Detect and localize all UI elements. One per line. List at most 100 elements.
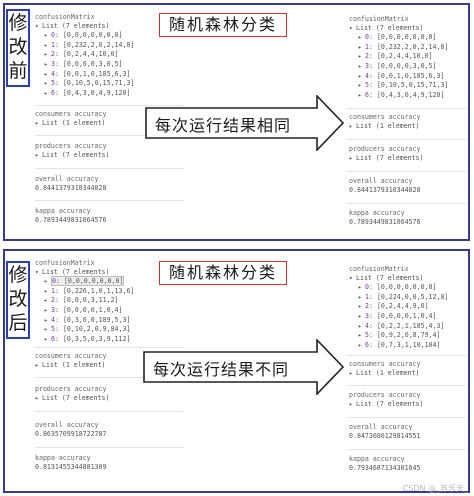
after-right-kappa: kappa accuracy 0.7934687134301645 xyxy=(349,455,469,472)
consumers-list-toggle[interactable]: ▸List (1 element) xyxy=(35,360,106,369)
matrix-row[interactable]: ▸5: [0,10,2,0,9,84,3] xyxy=(44,325,131,334)
matrix-row[interactable]: ▸2: [0,2,4,4,9,0] xyxy=(358,302,429,311)
matrix-row[interactable]: ▸0: [0,0,0,0,0,0,0] xyxy=(44,276,125,287)
consumers-label: consumers accuracy xyxy=(35,352,107,360)
collapsed-triangle-icon: ▸ xyxy=(358,332,362,340)
consumers-label: consumers accuracy xyxy=(349,113,421,121)
before-left-console: confusionMatrix ▾List (7 elements) ▸0: [… xyxy=(35,13,185,98)
after-arrow-text: 每次运行结果不同 xyxy=(153,360,290,379)
matrix-row[interactable]: ▸6: [0,4,3,0,4,9,120] xyxy=(44,88,131,97)
collapsed-triangle-icon: ▸ xyxy=(358,312,362,320)
matrix-row[interactable]: ▸4: [0,0,1,0,185,6,3] xyxy=(358,71,445,80)
matrix-list-toggle[interactable]: ▾List (7 elements) xyxy=(35,21,110,30)
matrix-row[interactable]: ▸1: [0,226,1,0,1,13,6] xyxy=(44,286,135,295)
before-side-label: 修改前 xyxy=(6,9,30,87)
after-title: 随机森林分类 xyxy=(159,261,287,285)
expanded-triangle-icon: ▾ xyxy=(35,22,39,30)
after-left-consumers: consumers accuracy ▸List (1 element) xyxy=(35,352,185,370)
kappa-value: 0.7934687134301645 xyxy=(349,463,421,472)
kappa-value: 0.7893449831064576 xyxy=(35,215,107,224)
producers-list-toggle[interactable]: ▸List (7 elements) xyxy=(35,393,110,402)
before-left-producers: producers accuracy ▸List (7 elements) xyxy=(35,142,185,160)
after-right-producers: producers accuracy ▸List (7 elements) xyxy=(349,391,469,409)
kappa-label: kappa accuracy xyxy=(35,454,91,462)
producers-list-toggle[interactable]: ▸List (7 elements) xyxy=(349,399,424,408)
matrix-row[interactable]: ▸6: [0,4,3,0,4,9,120] xyxy=(358,90,445,99)
collapsed-triangle-icon: ▸ xyxy=(358,72,362,80)
collapsed-triangle-icon: ▸ xyxy=(349,369,353,377)
collapsed-triangle-icon: ▸ xyxy=(44,326,48,334)
expanded-triangle-icon: ▾ xyxy=(349,274,353,282)
collapsed-triangle-icon: ▸ xyxy=(35,151,39,159)
matrix-label: confusionMatrix xyxy=(349,15,409,23)
collapsed-triangle-icon: ▸ xyxy=(44,41,48,49)
collapsed-triangle-icon: ▸ xyxy=(44,297,48,305)
matrix-list-toggle[interactable]: ▾List (7 elements) xyxy=(349,23,424,32)
before-section: 修改前 随机森林分类 confusionMatrix ▾List (7 elem… xyxy=(3,3,470,241)
matrix-row[interactable]: ▸3: [0,0,0,0,1,0,4] xyxy=(358,311,437,320)
before-right-producers: producers accuracy ▸List (7 elements) xyxy=(349,145,469,163)
matrix-row[interactable]: ▸3: [0,0,0,0,3,0,5] xyxy=(44,59,123,68)
right-arrow-icon xyxy=(145,95,345,151)
matrix-row[interactable]: ▸4: [0,2,2,1,185,4,3] xyxy=(358,321,445,330)
consumers-label: consumers accuracy xyxy=(349,360,421,368)
overall-label: overall accuracy xyxy=(349,423,413,431)
matrix-row[interactable]: ▸2: [0,2,4,4,10,0] xyxy=(44,50,119,59)
before-left-kappa: kappa accuracy 0.7893449831064576 xyxy=(35,207,185,224)
overall-label: overall accuracy xyxy=(35,421,99,429)
collapsed-triangle-icon: ▸ xyxy=(44,335,48,343)
kappa-label: kappa accuracy xyxy=(35,207,91,215)
producers-list-toggle[interactable]: ▸List (7 elements) xyxy=(349,153,424,162)
consumers-label: consumers accuracy xyxy=(35,110,107,118)
after-side-label: 修改后 xyxy=(6,261,30,339)
collapsed-triangle-icon: ▸ xyxy=(44,51,48,59)
matrix-row[interactable]: ▸6: [0,3,5,0,3,9,112] xyxy=(44,334,131,343)
matrix-row[interactable]: ▸5: [0,9,2,0,8,79,4] xyxy=(358,331,441,340)
kappa-value: 0.7893449831064576 xyxy=(349,217,421,226)
collapsed-triangle-icon: ▸ xyxy=(358,322,362,330)
divider xyxy=(35,447,183,448)
matrix-row[interactable]: ▸0: [0,0,0,0,0,0,0] xyxy=(358,33,437,42)
collapsed-triangle-icon: ▸ xyxy=(44,306,48,314)
divider xyxy=(347,355,467,356)
matrix-row[interactable]: ▸6: [0,7,3,1,10,104] xyxy=(358,340,441,349)
matrix-row[interactable]: ▸4: [0,3,0,0,189,5,3] xyxy=(44,315,131,324)
matrix-list-toggle[interactable]: ▾List (7 elements) xyxy=(35,267,110,276)
before-right-consumers: consumers accuracy ▸List (1 element) xyxy=(349,113,469,131)
overall-label: overall accuracy xyxy=(349,177,413,185)
divider xyxy=(347,385,467,386)
overall-value: 0.8441379310344828 xyxy=(349,185,421,194)
after-section: 修改后 随机森林分类 confusionMatrix ▾List (7 elem… xyxy=(3,249,470,493)
before-right-overall: overall accuracy 0.8441379310344828 xyxy=(349,177,469,194)
overall-value: 0.8441379310344828 xyxy=(35,183,107,192)
matrix-label: confusionMatrix xyxy=(35,13,95,21)
matrix-row[interactable]: ▸1: [0,232,2,0,2,14,8] xyxy=(358,42,449,51)
collapsed-triangle-icon: ▸ xyxy=(358,293,362,301)
consumers-list-toggle[interactable]: ▸List (1 element) xyxy=(349,121,420,130)
matrix-row[interactable]: ▸2: [0,0,0,3,11,2] xyxy=(44,296,119,305)
matrix-row[interactable]: ▸0: [0,0,0,0,0,0,0] xyxy=(44,31,123,40)
matrix-row[interactable]: ▸1: [0,224,0,0,5,12,8] xyxy=(358,292,449,301)
matrix-row[interactable]: ▸2: [0,2,4,4,10,0] xyxy=(358,52,433,61)
matrix-row[interactable]: ▸3: [0,0,0,0,3,0,5] xyxy=(358,61,437,70)
collapsed-triangle-icon: ▸ xyxy=(358,53,362,61)
after-left-producers: producers accuracy ▸List (7 elements) xyxy=(35,385,185,403)
before-arrow-text: 每次运行结果相同 xyxy=(155,116,292,135)
consumers-list-toggle[interactable]: ▸List (1 element) xyxy=(35,118,106,127)
divider xyxy=(35,168,183,169)
consumers-list-toggle[interactable]: ▸List (1 element) xyxy=(349,368,420,377)
collapsed-triangle-icon: ▸ xyxy=(44,287,48,295)
collapsed-triangle-icon: ▸ xyxy=(44,316,48,324)
collapsed-triangle-icon: ▸ xyxy=(44,32,48,40)
producers-list-toggle[interactable]: ▸List (7 elements) xyxy=(35,150,110,159)
matrix-row[interactable]: ▸0: [0,0,0,0,0,0,0] xyxy=(358,283,437,292)
matrix-list-toggle[interactable]: ▾List (7 elements) xyxy=(349,273,424,282)
collapsed-triangle-icon: ▸ xyxy=(349,122,353,130)
matrix-row[interactable]: ▸1: [0,232,2,0,2,14,8] xyxy=(44,40,135,49)
right-arrow-icon xyxy=(143,339,345,395)
divider xyxy=(35,377,183,378)
matrix-row[interactable]: ▸3: [0,0,0,0,1,0,4] xyxy=(44,305,123,314)
matrix-row[interactable]: ▸5: [0,10,5,0,15,71,3] xyxy=(358,81,449,90)
matrix-row[interactable]: ▸4: [0,0,1,0,185,6,3] xyxy=(44,69,131,78)
matrix-row[interactable]: ▸5: [0,10,5,0,15,71,3] xyxy=(44,79,135,88)
